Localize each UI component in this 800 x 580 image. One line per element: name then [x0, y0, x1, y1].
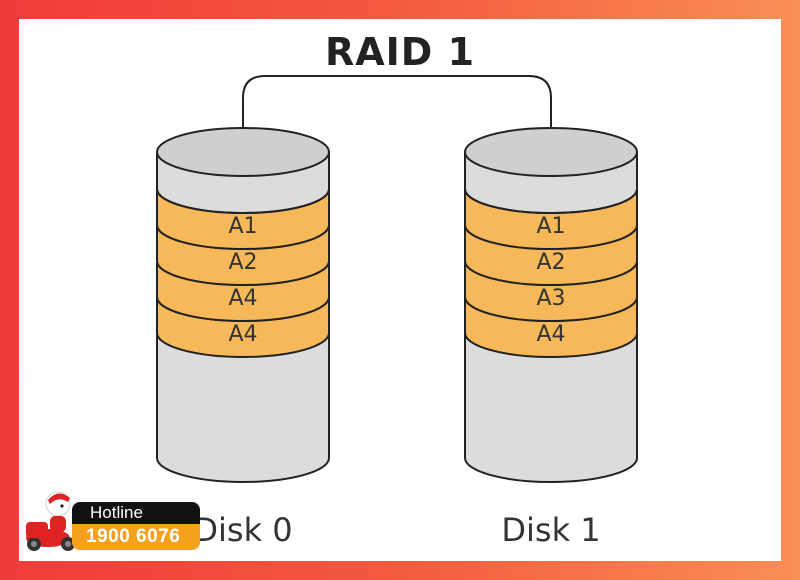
data-block-label: A2	[228, 250, 257, 275]
hotline-label: Hotline	[90, 503, 143, 522]
hotline-panel[interactable]: Hotline 1900 6076	[72, 502, 200, 550]
disk-0-label: Disk 0	[193, 511, 293, 549]
block-top-edge	[156, 188, 330, 214]
block-top-edge	[464, 188, 638, 214]
disk-1-label: Disk 1	[501, 511, 601, 549]
cylinder-top	[464, 127, 638, 177]
data-block-label: A4	[228, 286, 257, 311]
hotline-number-bar	[72, 524, 200, 550]
hotline-number[interactable]: 1900 6076	[86, 526, 181, 547]
content-frame	[19, 19, 781, 561]
data-block-label: A2	[536, 250, 565, 275]
data-block-label: A4	[228, 322, 257, 347]
data-block-label: A3	[536, 286, 565, 311]
hotline-badge[interactable]: Hotline 1900 6076	[20, 486, 200, 552]
cylinder-top	[156, 127, 330, 177]
hotline-label-bar	[72, 502, 200, 524]
diagram-title: RAID 1	[324, 30, 476, 74]
data-block-label: A1	[228, 214, 257, 239]
delivery-scooter-icon	[26, 491, 75, 551]
data-block-label: A4	[536, 322, 565, 347]
data-block-label: A1	[536, 214, 565, 239]
mirror-connector	[242, 75, 552, 128]
